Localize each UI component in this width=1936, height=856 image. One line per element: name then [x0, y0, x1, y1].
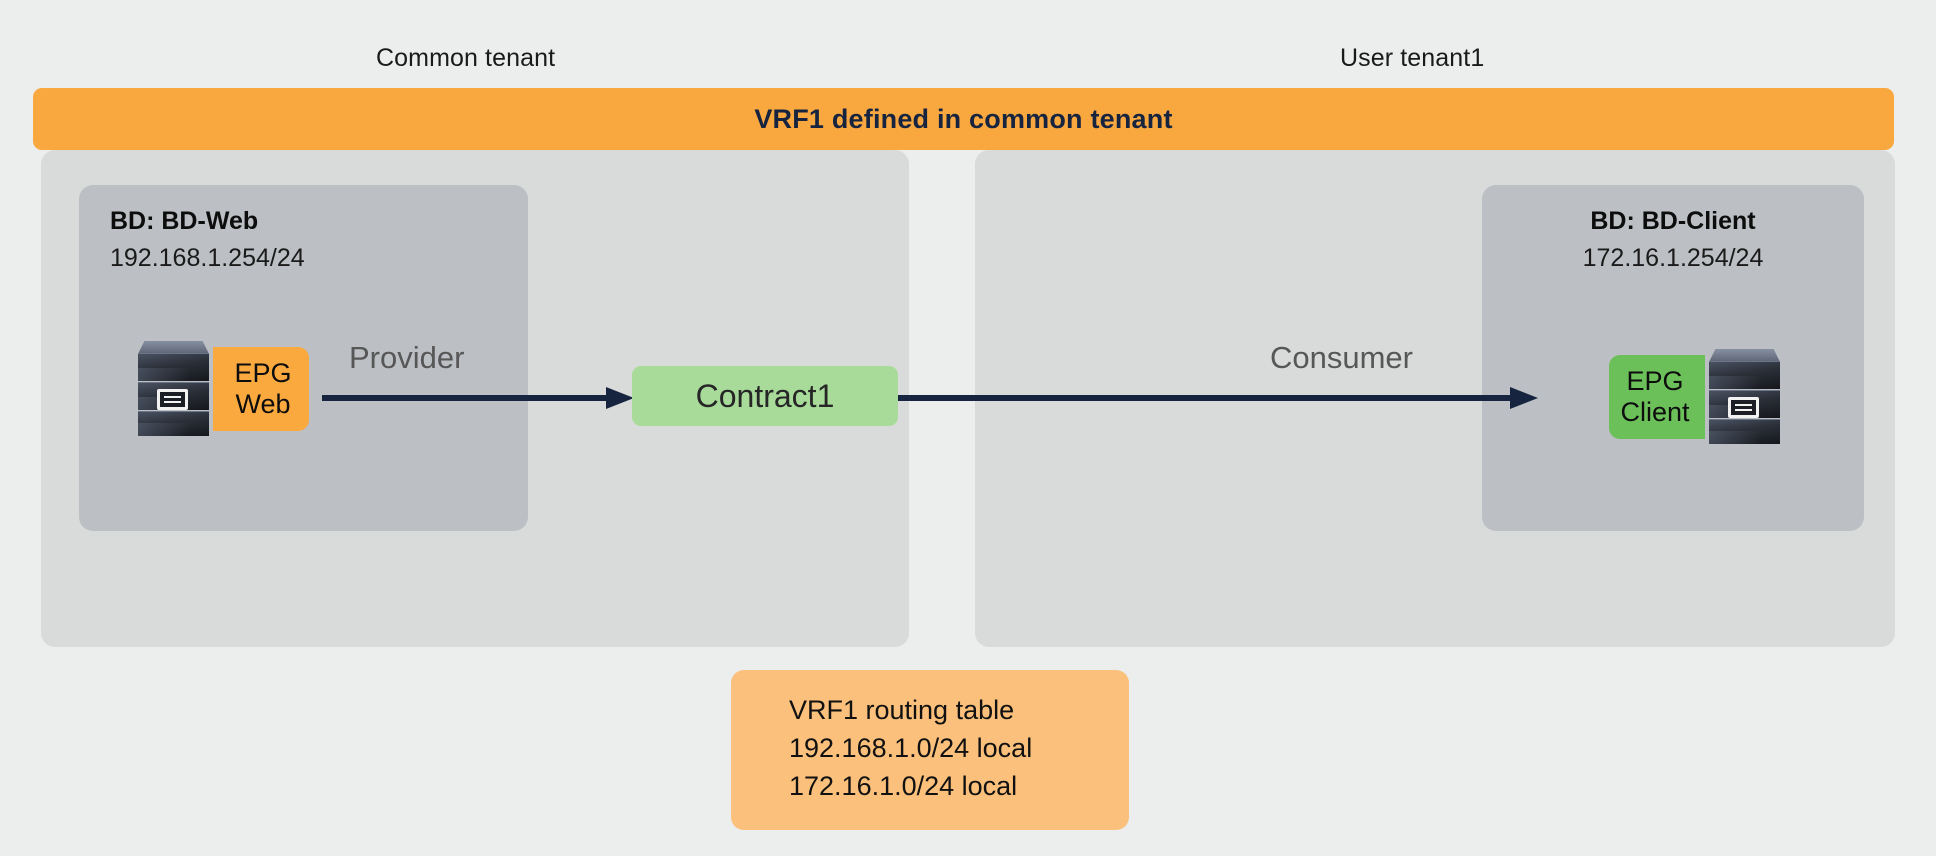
routing-table-route: 172.16.1.0/24 local — [789, 771, 1018, 802]
bridge-domain-web-title: BD: BD-Web — [110, 207, 259, 235]
provider-arrow-icon — [322, 387, 634, 409]
epg-client-chip: EPG Client — [1609, 354, 1705, 439]
routing-table-box: VRF1 routing table 192.168.1.0/24 local … — [731, 670, 1129, 830]
vrf-banner: VRF1 defined in common tenant — [33, 88, 1894, 150]
routing-table-route: 192.168.1.0/24 local — [789, 733, 1033, 764]
epg-web-chip: EPG Web — [213, 346, 309, 431]
consumer-arrow-icon — [896, 387, 1538, 409]
relation-label-provider: Provider — [349, 340, 465, 375]
epg-client-label-line2: Client — [1620, 396, 1690, 427]
server-icon — [134, 341, 213, 436]
epg-web-label-line2: Web — [235, 388, 291, 419]
tenant-caption-user: User tenant1 — [1340, 44, 1485, 72]
tenant-caption-common: Common tenant — [376, 44, 556, 72]
server-icon — [1705, 349, 1784, 444]
epg-web-node[interactable]: EPG Web — [134, 341, 309, 436]
epg-client-label-line1: EPG — [1626, 366, 1684, 397]
bridge-domain-client-subnet: 172.16.1.254/24 — [1582, 244, 1764, 272]
epg-client-node[interactable]: EPG Client — [1609, 349, 1784, 444]
routing-table-title: VRF1 routing table — [789, 695, 1015, 725]
vrf-banner-label: VRF1 defined in common tenant — [754, 103, 1173, 134]
bridge-domain-client-title: BD: BD-Client — [1590, 207, 1756, 235]
epg-web-label-line1: EPG — [234, 358, 292, 389]
bridge-domain-web-subnet: 192.168.1.254/24 — [110, 244, 305, 272]
relation-label-consumer: Consumer — [1270, 340, 1413, 375]
contract-label: Contract1 — [695, 377, 835, 414]
contract-box[interactable]: Contract1 — [632, 366, 898, 426]
